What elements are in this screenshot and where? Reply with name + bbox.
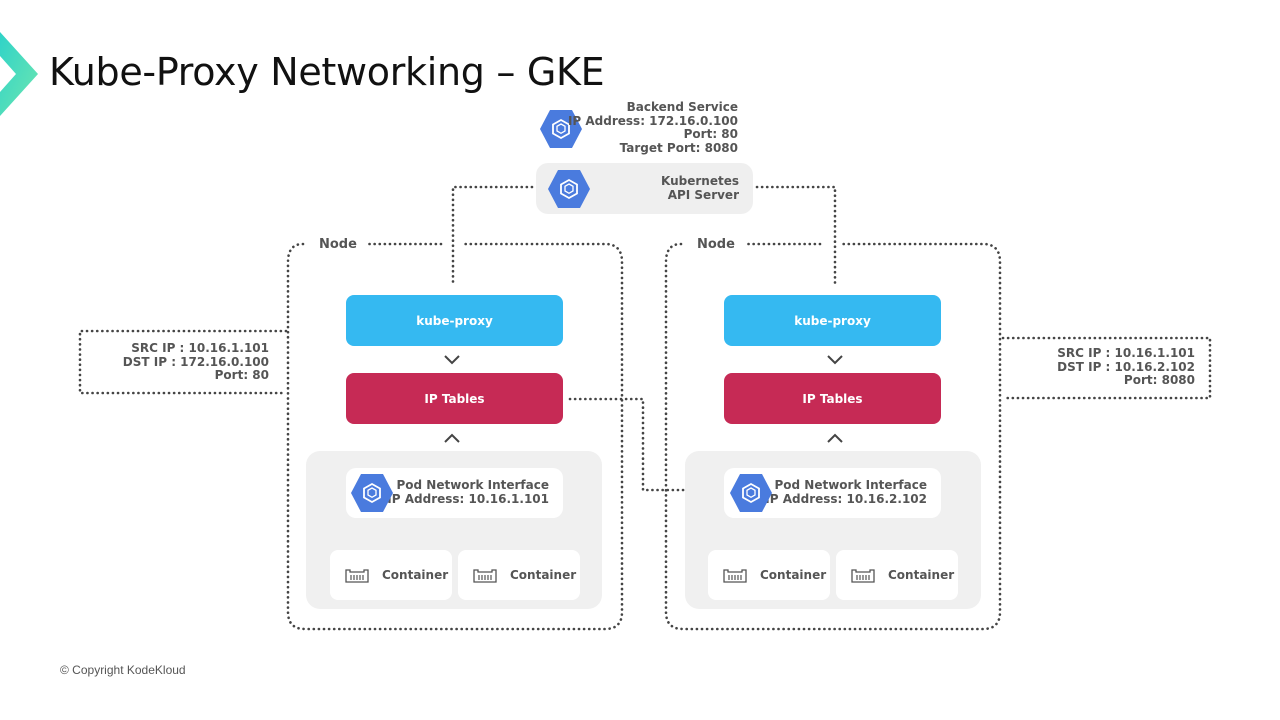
api-server-line-1: Kubernetes xyxy=(661,174,739,188)
page-title: Kube-Proxy Networking – GKE xyxy=(49,50,605,94)
pod-1-title: Pod Network Interface xyxy=(396,478,549,492)
pod-1-label: Pod Network Interface Pod IP Address: 10… xyxy=(357,478,549,506)
gke-pod-hexagon-icon xyxy=(730,474,772,512)
packet-2-port: Port: 8080 xyxy=(1123,373,1195,387)
container-1b: Container xyxy=(458,550,580,600)
chevron-down-icon xyxy=(827,355,843,365)
container-label: Container xyxy=(760,568,827,582)
iptables-to-pod-2 xyxy=(568,397,720,492)
backend-service-port: Port: 80 xyxy=(683,127,738,141)
container-icon xyxy=(723,569,747,583)
node-2-outline xyxy=(664,242,1002,631)
container-2a: Container xyxy=(708,550,830,600)
container-2b: Container xyxy=(836,550,958,600)
container-icon xyxy=(473,569,497,583)
container-label: Container xyxy=(382,568,449,582)
packet-info-2: SRC IP : 10.16.1.101 DST IP : 10.16.2.10… xyxy=(1057,346,1195,388)
chevron-down-icon xyxy=(444,355,460,365)
gke-pod-hexagon-icon xyxy=(351,474,393,512)
chevron-up-icon xyxy=(827,433,843,443)
container-1a: Container xyxy=(330,550,452,600)
api-to-kube-proxy-1 xyxy=(451,185,534,286)
api-server-label: Kubernetes API Server xyxy=(661,174,739,202)
pod-1-ip: Pod IP Address: 10.16.1.101 xyxy=(357,491,549,506)
pod-2-title: Pod Network Interface xyxy=(774,478,927,492)
chevron-up-icon xyxy=(444,433,460,443)
api-to-kube-proxy-2 xyxy=(755,185,837,286)
ip-tables-2: IP Tables xyxy=(724,373,941,424)
container-icon xyxy=(851,569,875,583)
api-server-box: Kubernetes API Server xyxy=(536,163,753,214)
backend-service-ip: IP Address: 172.16.0.100 xyxy=(567,113,738,128)
copyright: © Copyright KodeKloud xyxy=(60,663,186,677)
container-icon xyxy=(345,569,369,583)
ip-tables-1: IP Tables xyxy=(346,373,563,424)
container-label: Container xyxy=(510,568,577,582)
container-label: Container xyxy=(888,568,955,582)
node-1-outline xyxy=(286,242,624,631)
gke-service-hexagon-icon xyxy=(540,110,582,148)
kube-proxy-2: kube-proxy xyxy=(724,295,941,346)
node-1-label: Node xyxy=(313,237,363,252)
kodekloud-chevron-icon xyxy=(0,32,38,116)
pod-2-ip: Pod IP Address: 10.16.2.102 xyxy=(735,491,927,506)
packet-info-1: SRC IP : 10.16.1.101 DST IP : 172.16.0.1… xyxy=(122,341,269,383)
packet-1-src: SRC IP : 10.16.1.101 xyxy=(131,341,269,355)
gke-hexagon-icon xyxy=(548,170,590,208)
backend-service-name: Backend Service xyxy=(626,100,738,114)
packet-2-dst: DST IP : 10.16.2.102 xyxy=(1057,359,1195,374)
pod-2-label: Pod Network Interface Pod IP Address: 10… xyxy=(735,478,927,506)
backend-service-label: Backend Service IP Address: 172.16.0.100… xyxy=(560,100,738,155)
kube-proxy-1: kube-proxy xyxy=(346,295,563,346)
api-server-line-2: API Server xyxy=(667,187,739,202)
packet-1-dst: DST IP : 172.16.0.100 xyxy=(122,354,269,369)
packet-1-port: Port: 80 xyxy=(214,368,269,382)
node-2-label: Node xyxy=(691,237,741,252)
packet-2-src: SRC IP : 10.16.1.101 xyxy=(1057,346,1195,360)
backend-service-target-port: Target Port: 8080 xyxy=(619,140,738,155)
packet-box-1-outline xyxy=(78,329,288,395)
